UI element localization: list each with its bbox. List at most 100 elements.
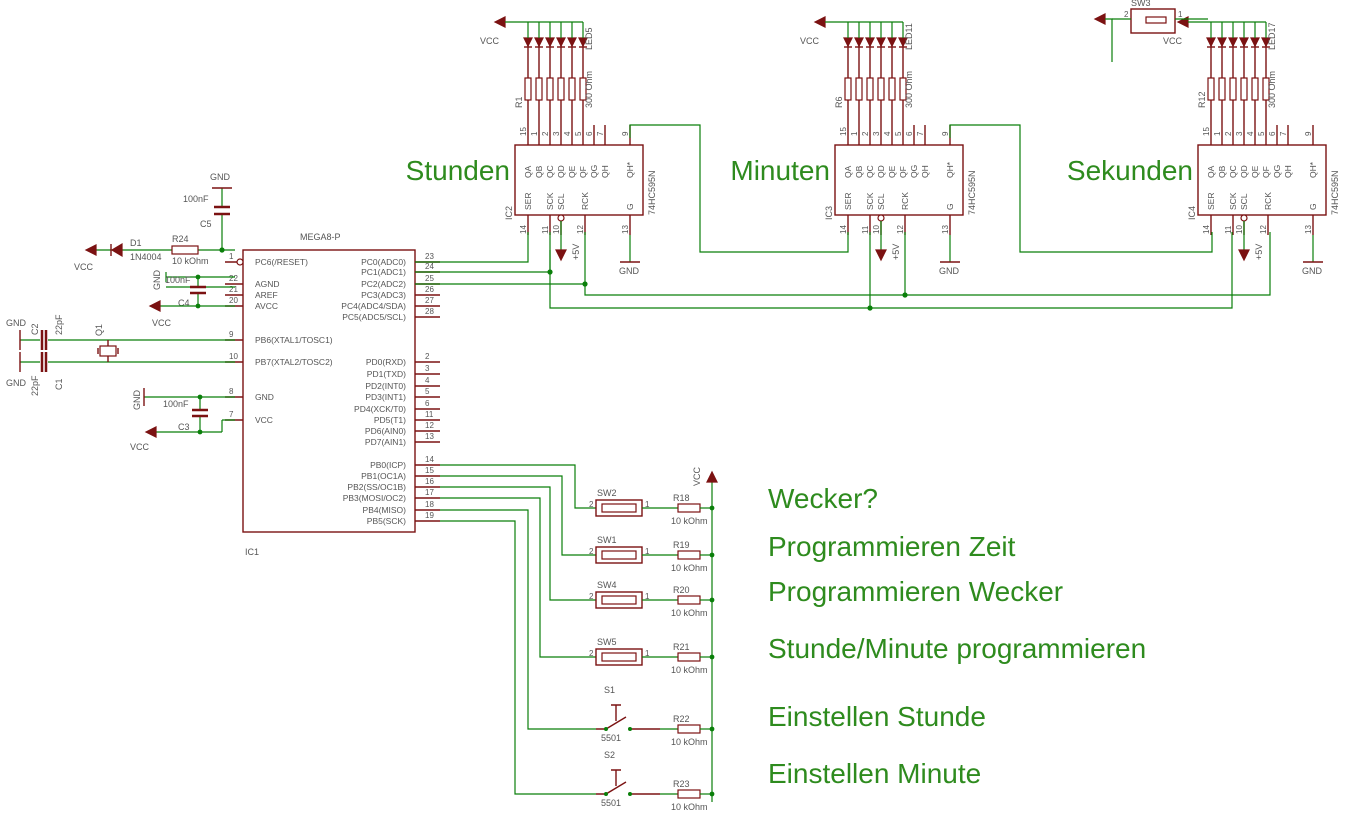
slide-switch-slider [601, 550, 637, 560]
reset-circuit: VCC D1 1N4004 R24 10 kOhm GND 100nF C5 G… [74, 172, 235, 328]
resistor-value: 300 Ohm [904, 71, 914, 108]
vcc-label-buttons: VCC [692, 466, 702, 486]
shift-register-part: 74HC595N [1330, 170, 1340, 215]
mcu-pin-name: VCC [255, 415, 273, 425]
mcu-pin-name: PD7(AIN1) [365, 437, 406, 447]
resistor-body [877, 77, 885, 101]
capacitor-c4-icon [190, 285, 206, 295]
mcu-pin-number: 2 [425, 352, 430, 361]
sr-pin-number: 13 [941, 225, 950, 234]
mcu-pin-number: 23 [425, 252, 434, 261]
sr-pin-name: QE [1250, 165, 1260, 178]
sr-pin-name: SER [523, 193, 533, 210]
wire-mcu-button [440, 486, 596, 601]
bus-wires [415, 124, 1271, 311]
crystal-circuit: GND GND C2 22pF C1 22pF Q1 [6, 314, 235, 396]
sr-pin-name: QF [898, 166, 908, 178]
vcc-arrow-icon [144, 426, 157, 438]
switch-sw3: SW3 2 1 [1093, 0, 1208, 62]
pullup-resistor [677, 595, 701, 605]
plus5-arrow-icon [555, 249, 567, 262]
sr-pin-name: QH [600, 165, 610, 178]
gnd-label: GND [939, 266, 960, 276]
resistor-body [866, 77, 874, 101]
junction [709, 791, 715, 797]
sr-pin-name: QG [589, 165, 599, 178]
crystal-q1-icon [99, 345, 117, 357]
mcu-pin-name: PD5(T1) [374, 415, 406, 425]
sr-pin-number: 5 [894, 131, 903, 136]
led-icon [854, 37, 864, 48]
switch-ref: S2 [604, 750, 615, 760]
junction [195, 274, 201, 280]
switch-pin-1: 1 [645, 547, 650, 556]
resistor-body [1251, 77, 1259, 101]
switch-pin-1: 1 [645, 592, 650, 601]
capacitor-c3-icon [192, 408, 208, 418]
mcu-pin-name: PB5(SCK) [367, 516, 406, 526]
shift-register-section-label: Sekunden [1067, 155, 1193, 186]
wire-mcu-button [440, 497, 596, 658]
mcu-pin-name: AGND [255, 279, 280, 289]
sr-pin-number: 4 [883, 131, 892, 136]
mcu-pin-number: 3 [425, 364, 430, 373]
resistor-body [1229, 77, 1237, 101]
pullup-resistor [677, 503, 701, 513]
led-icon [865, 37, 875, 48]
junction [195, 303, 201, 309]
resistor-ref: R20 [673, 585, 690, 595]
sr-pin-name: SCL [556, 193, 566, 210]
vcc-label: VCC [480, 36, 500, 46]
wire-mcu-button [440, 464, 596, 509]
sr-pin-name: SCL [1239, 193, 1249, 210]
mcu-pin-number: 1 [229, 252, 234, 261]
resistor-body [844, 77, 852, 101]
capacitor-c1-icon [40, 352, 48, 372]
sr-pin-name: QC [865, 165, 875, 178]
scl-inversion-bubble [1240, 214, 1248, 222]
sr-pin-number: 15 [519, 127, 528, 136]
wire-pc0-ser [415, 232, 529, 263]
plus5-arrow-icon [875, 249, 887, 262]
plus5-label: +5V [1254, 244, 1264, 260]
resistor-body [855, 77, 863, 101]
vcc-arrow-icon [813, 16, 826, 28]
sr-pin-number: 12 [896, 225, 905, 234]
c1-val: 22pF [30, 375, 40, 396]
scl-inversion-bubble [557, 214, 565, 222]
mcu-pin-number: 22 [229, 274, 238, 283]
sr-pin-name: QB [854, 165, 864, 178]
sr-pin-name: QD [556, 165, 566, 178]
junction [604, 727, 608, 731]
mcu-pin-number: 5 [425, 387, 430, 396]
resistor-body [1218, 77, 1226, 101]
r24-val: 10 kOhm [172, 256, 209, 266]
vcc-arrow-icon [148, 300, 161, 312]
resistor-value: 10 kOhm [671, 665, 708, 675]
led-icon [1206, 37, 1216, 48]
resistor-body [524, 77, 532, 101]
sr-pin-number: 11 [861, 225, 870, 234]
mcu-pin-name: PB3(MOSI/OC2) [343, 493, 406, 503]
gnd-label-pin8: GND [132, 390, 142, 411]
resistor-body [568, 77, 576, 101]
pullup-resistor [677, 724, 701, 734]
r24-ref: R24 [172, 234, 189, 244]
junction [628, 792, 632, 796]
button-function-label: Programmieren Zeit [768, 531, 1016, 562]
sr-pin-name: SCK [1228, 192, 1238, 210]
switch-type: 5501 [601, 798, 621, 808]
shift-register-section-label: Stunden [406, 155, 510, 186]
sr-pin-number: 9 [941, 131, 950, 136]
sr-pin-number: 13 [1304, 225, 1313, 234]
c2-ref: C2 [30, 323, 40, 335]
sr-pin-name: QA [523, 165, 533, 178]
mcu-pin-number: 4 [425, 376, 430, 385]
led-icon [556, 37, 566, 48]
scl-inversion-bubble [877, 214, 885, 222]
switch-pin-2: 2 [589, 500, 594, 509]
